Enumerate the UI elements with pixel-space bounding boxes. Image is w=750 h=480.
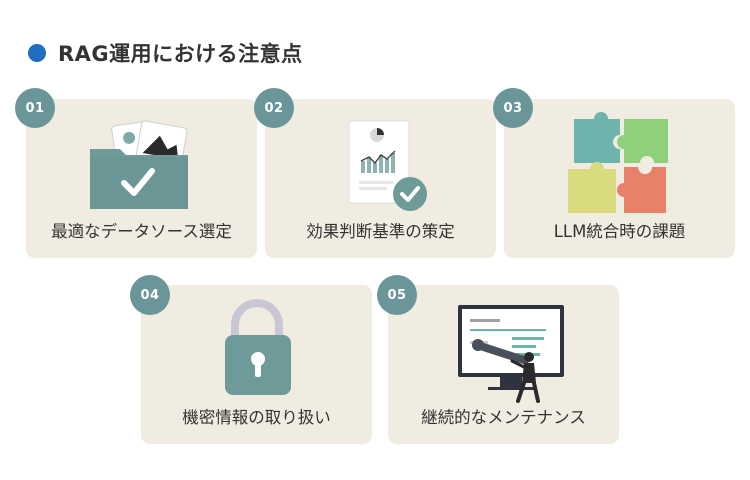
- card-number-badge: 01: [15, 88, 55, 128]
- padlock-icon: [141, 285, 372, 409]
- maintenance-person-icon: [388, 285, 619, 409]
- report-check-icon: [265, 99, 496, 223]
- card-label: 機密情報の取り扱い: [182, 408, 331, 427]
- point-card-evaluation-criteria: 効果判断基準の策定: [265, 99, 496, 258]
- section-heading: RAG運用における注意点: [28, 40, 303, 66]
- card-label: 継続的なメンテナンス: [421, 408, 586, 427]
- card-number-badge: 02: [254, 88, 294, 128]
- card-label: LLM統合時の課題: [553, 222, 686, 241]
- puzzle-pieces-icon: [504, 99, 735, 223]
- folder-check-icon: [26, 99, 257, 223]
- point-card-confidential-info: 機密情報の取り扱い: [141, 285, 372, 444]
- bullet-dot-icon: [28, 44, 46, 62]
- point-card-maintenance: 継続的なメンテナンス: [388, 285, 619, 444]
- card-number-badge: 03: [493, 88, 533, 128]
- section-title: RAG運用における注意点: [58, 42, 303, 66]
- card-number-badge: 04: [130, 275, 170, 315]
- card-label: 最適なデータソース選定: [51, 222, 232, 241]
- point-card-llm-integration: LLM統合時の課題: [504, 99, 735, 258]
- card-number-badge: 05: [377, 275, 417, 315]
- point-card-data-source: 最適なデータソース選定: [26, 99, 257, 258]
- card-label: 効果判断基準の策定: [306, 222, 455, 241]
